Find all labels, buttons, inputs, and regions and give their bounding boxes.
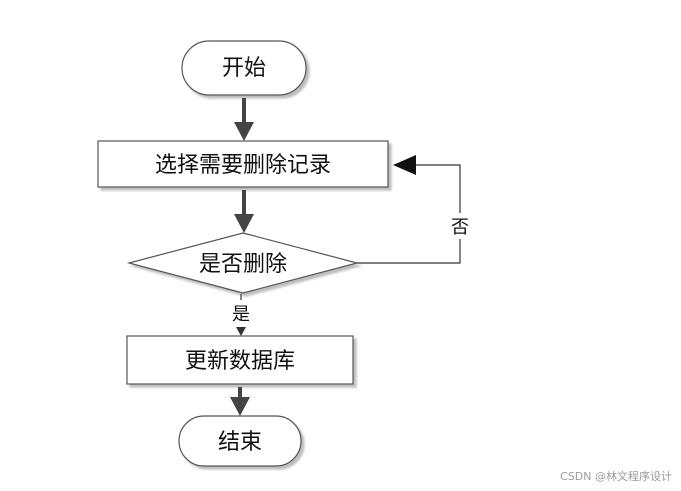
end-node: 结束	[178, 415, 302, 467]
arrow-update-to-end	[230, 387, 250, 416]
arrow-start-to-select	[234, 98, 254, 141]
start-node-label: 开始	[222, 56, 266, 81]
update-database-node: 更新数据库	[126, 335, 354, 385]
select-record-node: 选择需要删除记录	[97, 140, 389, 188]
watermark-text: CSDN @林文程序设计	[560, 469, 672, 483]
select-record-label: 选择需要删除记录	[155, 153, 331, 178]
decision-node: 是否删除	[126, 232, 360, 294]
arrow-select-to-decision	[234, 190, 254, 233]
no-branch-label: 否	[451, 217, 469, 238]
start-node: 开始	[181, 40, 307, 96]
yes-branch-label: 是	[232, 304, 250, 325]
update-database-label: 更新数据库	[185, 349, 295, 374]
decision-label: 是否删除	[199, 252, 287, 277]
yes-branch-connector	[236, 294, 246, 336]
end-node-label: 结束	[218, 430, 262, 455]
no-label-bg	[447, 213, 473, 239]
